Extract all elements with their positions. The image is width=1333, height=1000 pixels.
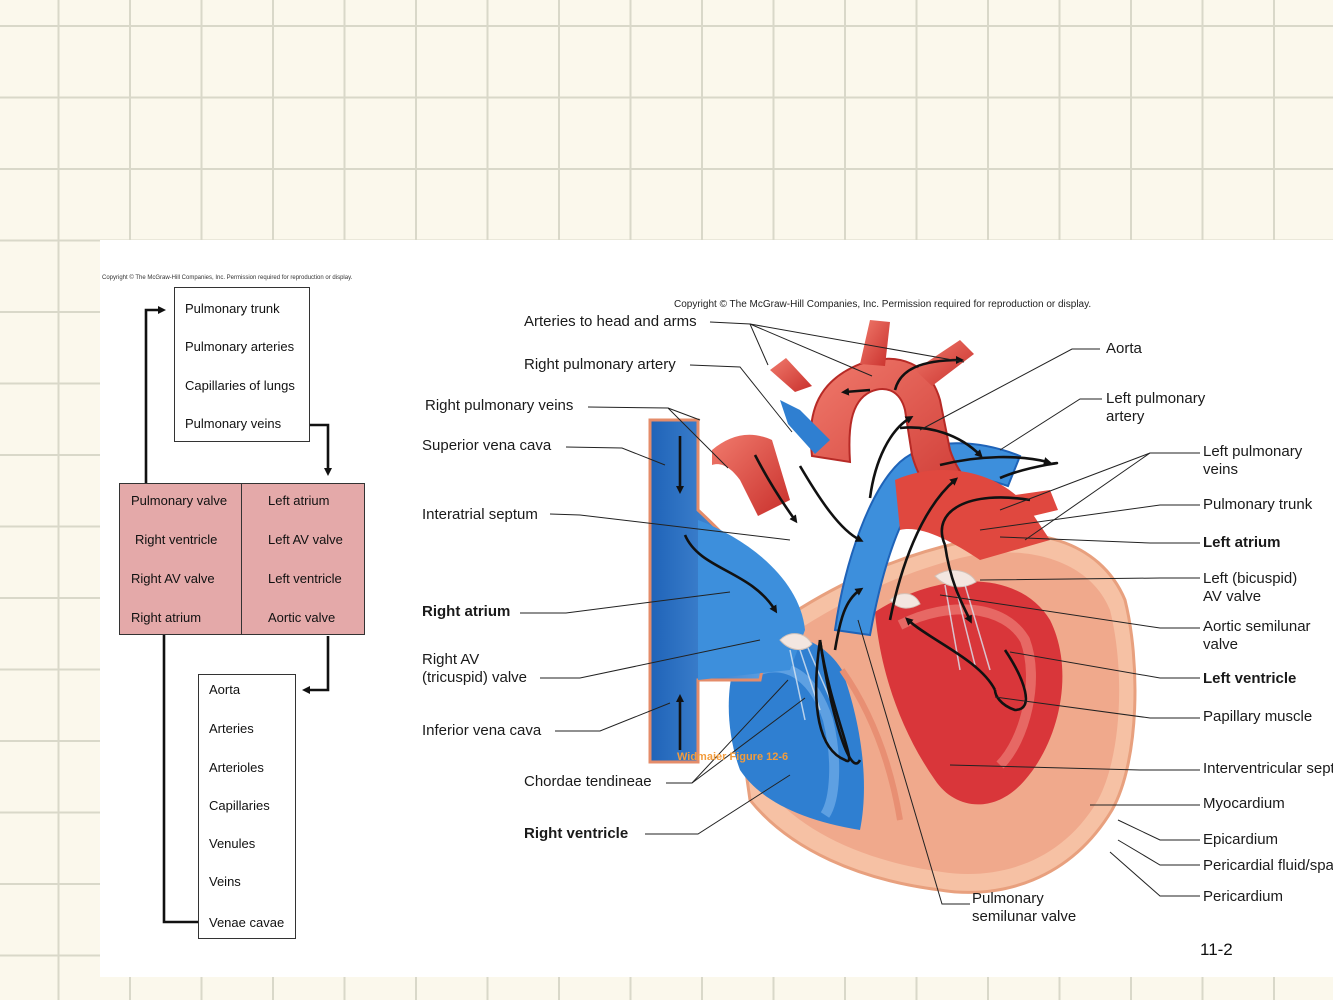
label-left-atrium: Left atrium	[1203, 534, 1281, 551]
right-heart-flow-box: Pulmonary valve Right ventricle Right AV…	[119, 483, 242, 635]
label-pericardium: Pericardium	[1203, 888, 1284, 905]
label-interatrial-septum: Interatrial septum	[422, 506, 538, 523]
label-left-pulmonary-artery-line1: Left pulmonary	[1106, 390, 1206, 407]
label-pericardial-fluid: Pericardial fluid/space	[1203, 857, 1333, 874]
flow-right-ventricle: Right ventricle	[135, 532, 218, 547]
label-left-pulmonary-veins-line2: veins	[1203, 461, 1239, 478]
illustration-layer	[141, 306, 1200, 924]
leader-lines	[520, 321, 1200, 905]
flow-aorta: Aorta	[209, 682, 241, 697]
page-number: 11-2	[1200, 940, 1233, 959]
flow-right-av-valve: Right AV valve	[131, 571, 215, 586]
label-superior-vena-cava: Superior vena cava	[422, 437, 552, 454]
label-left-ventricle: Left ventricle	[1203, 670, 1297, 687]
label-left-pulmonary-veins-line1: Left pulmonary	[1203, 443, 1303, 460]
label-aortic-valve-line2: valve	[1203, 636, 1239, 653]
label-right-pulmonary-artery: Right pulmonary artery	[524, 356, 676, 373]
label-right-av-valve-line2: (tricuspid) valve	[422, 669, 528, 686]
label-epicardium: Epicardium	[1203, 831, 1279, 848]
flow-left-av-valve: Left AV valve	[268, 532, 343, 547]
label-papillary-muscle: Papillary muscle	[1203, 708, 1313, 725]
flow-capillaries: Capillaries	[209, 798, 270, 813]
flow-arteries: Arteries	[209, 721, 254, 736]
label-arteries-head-arms: Arteries to head and arms	[524, 313, 697, 330]
label-pulmonary-valve-line1: Pulmonary	[972, 890, 1044, 907]
label-left-av-valve-line2: AV valve	[1203, 588, 1262, 605]
systemic-flow-box: Aorta Arteries Arterioles Capillaries Ve…	[198, 674, 296, 939]
label-left-pulmonary-artery-line2: artery	[1106, 408, 1145, 425]
flow-aortic-valve: Aortic valve	[268, 610, 336, 625]
label-left-av-valve-line1: Left (bicuspid)	[1203, 570, 1298, 587]
flow-arrow-to-right-atrium	[160, 616, 198, 924]
figure-reference: Widmaier Figure 12-6	[677, 751, 789, 763]
flow-pulmonary-trunk: Pulmonary trunk	[185, 301, 280, 316]
left-heart-flow-box: Left atrium Left AV valve Left ventricle…	[241, 483, 365, 635]
label-pulmonary-valve-line2: semilunar valve	[972, 908, 1077, 925]
flow-connectors	[144, 306, 332, 924]
flow-veins: Veins	[209, 874, 241, 889]
right-pulmonary-veins-shape	[712, 434, 790, 516]
flow-arrow-to-pulmonary-trunk	[144, 306, 166, 484]
label-aortic-valve-line1: Aortic semilunar	[1203, 618, 1311, 635]
label-right-ventricle: Right ventricle	[524, 825, 629, 842]
label-pulmonary-trunk: Pulmonary trunk	[1203, 496, 1313, 513]
right-av-valve	[779, 633, 813, 650]
label-right-av-valve-line1: Right AV	[422, 651, 480, 668]
flow-pulmonary-valve: Pulmonary valve	[131, 493, 228, 508]
flow-venae-cavae: Venae cavae	[209, 915, 285, 930]
flow-arterioles: Arterioles	[209, 760, 264, 775]
pulmonary-trunk-shape	[833, 442, 1022, 637]
flow-right-atrium: Right atrium	[131, 610, 202, 625]
flow-pulmonary-veins: Pulmonary veins	[185, 416, 282, 431]
label-inferior-vena-cava: Inferior vena cava	[422, 722, 542, 739]
label-right-pulmonary-veins: Right pulmonary veins	[425, 397, 574, 414]
pulmonary-flow-box: Pulmonary trunk Pulmonary arteries Capil…	[174, 287, 310, 442]
label-aorta: Aorta	[1106, 340, 1142, 357]
flow-left-atrium: Left atrium	[268, 493, 330, 508]
heart-illustration	[648, 320, 1137, 894]
slide: Copyright © The McGraw-Hill Companies, I…	[100, 240, 1333, 977]
aortic-valve	[889, 593, 921, 609]
label-chordae-tendineae: Chordae tendineae	[524, 773, 652, 790]
flow-pulmonary-arteries: Pulmonary arteries	[185, 339, 295, 354]
copyright-main: Copyright © The McGraw-Hill Companies, I…	[674, 299, 1092, 310]
flow-left-ventricle: Left ventricle	[268, 571, 342, 586]
flow-capillaries-of-lungs: Capillaries of lungs	[185, 378, 295, 393]
right-atrium-shape	[698, 520, 805, 680]
label-interventricular-septum: Interventricular septum	[1203, 760, 1333, 777]
flow-arrow-to-left-atrium	[310, 423, 332, 476]
label-myocardium: Myocardium	[1203, 795, 1285, 812]
copyright-small: Copyright © The McGraw-Hill Companies, I…	[102, 275, 353, 281]
flow-venules: Venules	[209, 836, 256, 851]
flow-arrow-to-aorta	[302, 636, 330, 694]
label-right-atrium: Right atrium	[422, 603, 511, 620]
